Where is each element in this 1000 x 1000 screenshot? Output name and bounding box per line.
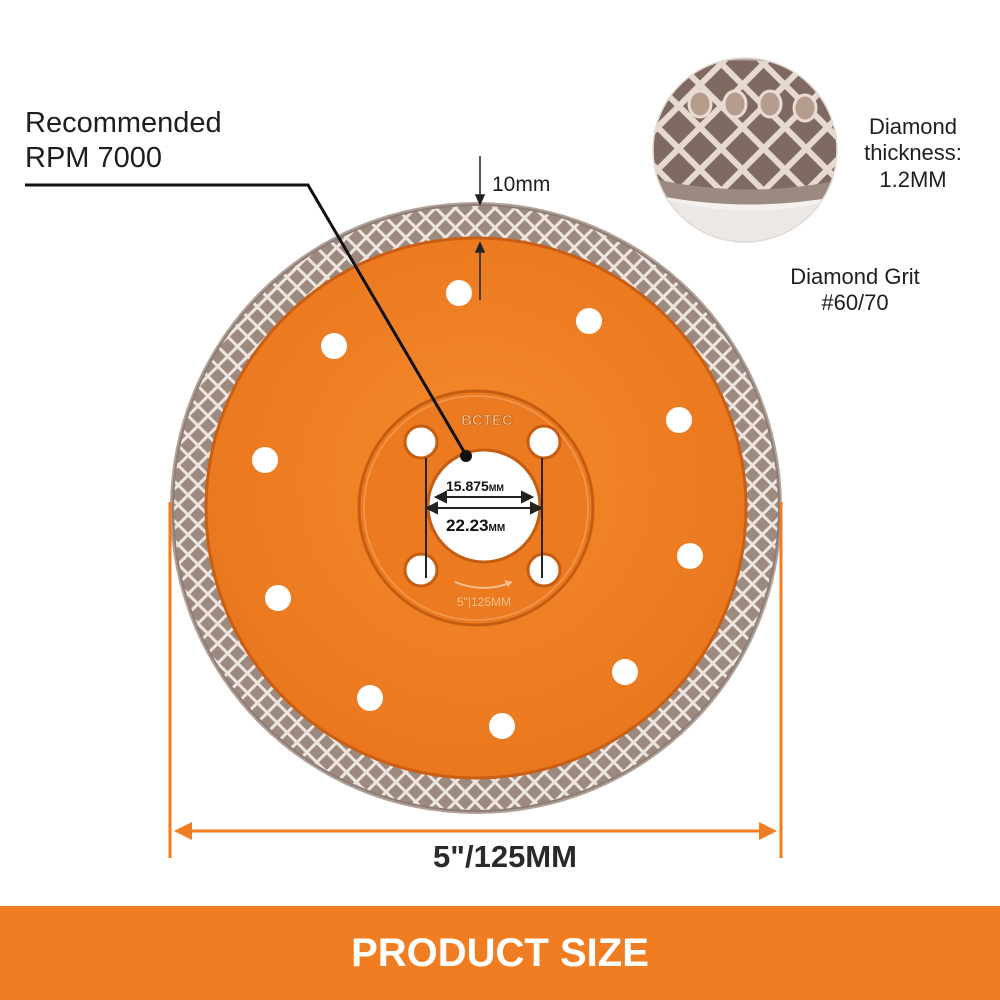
cooling-hole <box>677 543 703 569</box>
cooling-hole <box>612 659 638 685</box>
diamond-thickness-value: 1.2MM <box>879 166 947 192</box>
diamond-thickness-line-1: Diamond <box>868 114 958 139</box>
segment-height-marker <box>474 156 486 300</box>
cooling-hole <box>321 333 347 359</box>
footer-title: PRODUCT SIZE <box>351 930 649 975</box>
rpm-leader <box>25 183 472 462</box>
blade-marking: 5"|125MM <box>457 595 511 609</box>
cooling-hole <box>357 685 383 711</box>
diameter-dimension <box>168 502 783 858</box>
cooling-hole <box>265 585 291 611</box>
arbor-slot <box>526 552 562 588</box>
rpm-line-2: RPM 7000 <box>25 141 163 174</box>
diamond-grit-line-1: Diamond Grit <box>790 264 920 289</box>
footer-banner: PRODUCT SIZE <box>0 906 1000 1000</box>
arbor-slots <box>403 424 562 588</box>
diamond-thickness-line-2: thickness: <box>864 140 962 166</box>
brand-mark: BCTEC <box>461 412 513 429</box>
blade-diameter-label: 5"/125MM <box>433 839 577 874</box>
segment-height-label: 10mm <box>492 173 551 196</box>
cooling-hole <box>576 308 602 334</box>
outer-bore-label: 22.23MM <box>446 516 505 535</box>
diamond-closeup-inset <box>652 57 838 243</box>
bore-dimensions <box>424 458 544 578</box>
cooling-holes <box>252 280 703 739</box>
inner-bore-label: 15.875MM <box>446 478 504 494</box>
cooling-hole <box>446 280 472 306</box>
arbor-slot <box>403 424 439 460</box>
arbor-slot <box>403 552 439 588</box>
diamond-grit-label: Diamond Grit #60/70 <box>760 264 950 317</box>
diamond-thickness-label: Diamond thickness: 1.2MM <box>848 114 978 193</box>
arbor-slot <box>526 424 562 460</box>
cooling-hole <box>666 407 692 433</box>
cooling-hole <box>489 713 515 739</box>
diamond-grit-value: #60/70 <box>821 290 889 316</box>
rpm-line-1: Recommended <box>25 107 222 139</box>
cooling-hole <box>252 447 278 473</box>
center-bore <box>426 448 542 564</box>
rpm-recommendation: Recommended RPM 7000 <box>25 106 222 176</box>
